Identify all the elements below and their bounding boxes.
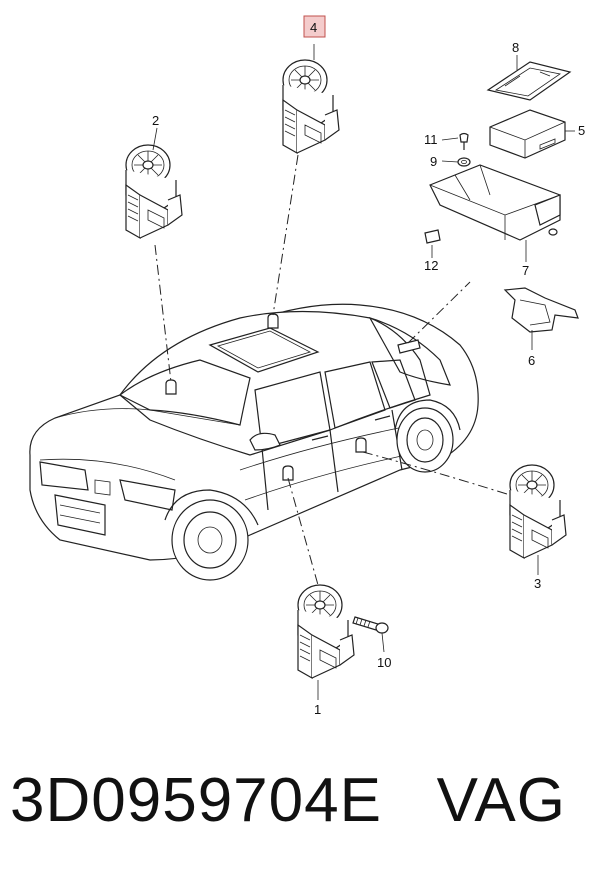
callout-11: 11 xyxy=(424,132,438,147)
highlight-box xyxy=(303,15,326,38)
sedan-car-illustration xyxy=(29,303,479,581)
window-motor-part-1 xyxy=(297,584,355,679)
window-motor-part-3 xyxy=(509,464,567,559)
control-unit-bracket-assembly xyxy=(424,61,579,333)
part-number: 3D0959704E xyxy=(10,766,382,835)
callout-5: 5 xyxy=(578,123,585,138)
brand-name: VAG xyxy=(436,766,567,835)
window-motor-part-4 xyxy=(282,59,340,154)
screw-part-10 xyxy=(352,616,389,634)
callout-7: 7 xyxy=(522,263,529,278)
callout-10: 10 xyxy=(377,655,391,670)
callout-3: 3 xyxy=(534,576,541,591)
callout-8: 8 xyxy=(512,40,519,55)
callout-9: 9 xyxy=(430,154,437,169)
callout-12: 12 xyxy=(424,258,438,273)
window-motor-part-2 xyxy=(125,144,183,239)
callout-2: 2 xyxy=(152,113,159,128)
callout-1: 1 xyxy=(314,702,321,717)
leader-lines xyxy=(154,154,511,586)
callout-leader-lines xyxy=(152,44,575,700)
callout-6: 6 xyxy=(528,353,535,368)
callout-4: 4 xyxy=(310,20,317,35)
part-number-label: 3D0959704E VAG xyxy=(10,770,566,832)
